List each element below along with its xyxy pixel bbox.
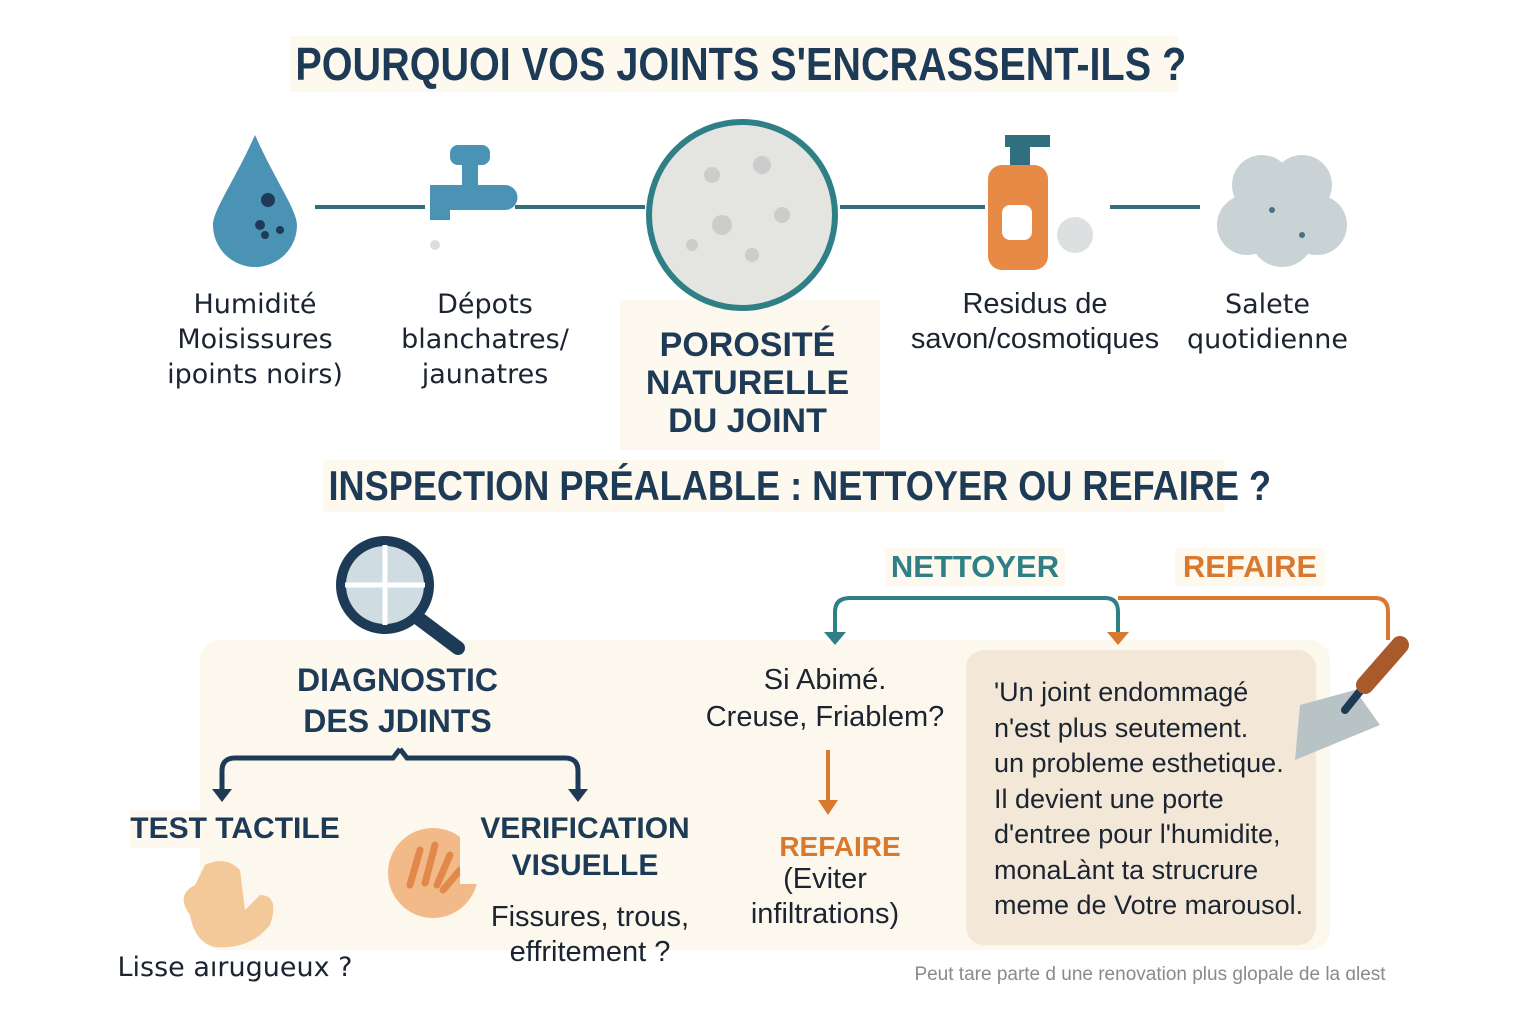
- visual-check-label: VERIFICATION VISUELLE: [460, 810, 710, 884]
- redo-result-label: REFAIRE: [779, 831, 901, 862]
- faucet-icon: [430, 145, 518, 250]
- trowel-icon: [1295, 636, 1409, 760]
- porous-circle-icon: [646, 119, 838, 311]
- magnifier-icon: [336, 536, 465, 655]
- page-title: POURQUOI VOS JOINTS S'ENCRASSENT-ILS ?: [290, 36, 1186, 92]
- diagnostic-branch-arrows: [212, 747, 588, 802]
- diagnostic-title: DIAGNOSTIC DES JDINTS: [280, 660, 515, 742]
- water-drop-icon: [213, 135, 297, 267]
- cause-label-porosity: POROSITÉ NATURELLE DU JOINT: [630, 326, 865, 440]
- cause-label-humidity: Humidité Moisissures ipoints noirs): [167, 289, 343, 390]
- damage-question: Si Abimé. Creuse, Friablem?: [705, 664, 945, 733]
- quote-text: 'Un joint endommagé n'est plus seutement…: [994, 677, 1304, 920]
- visual-question: Fissures, trous, effritement ?: [490, 901, 690, 968]
- cause-label-dirt: Salete quotidienne: [1187, 289, 1348, 355]
- footer-note: Peut tare parte d une renovation plus gl…: [914, 964, 1386, 985]
- section-subtitle: INSPECTION PRÉALABLE : NETTOYER OU REFAI…: [323, 460, 1271, 512]
- quote-box: [966, 650, 1316, 945]
- tactile-question: Lisse aırugueux ?: [117, 952, 353, 983]
- tactile-test-label: TEST TACTILE: [130, 810, 340, 848]
- hand-print-icon: [388, 828, 478, 918]
- decision-branch-arrows: [818, 596, 1390, 815]
- option-clean: NETTOYER: [885, 548, 1065, 586]
- dirt-cloud-icon: [1217, 155, 1347, 267]
- causes-connector-line: [315, 205, 1200, 209]
- cause-label-deposits: Dépots blanchatres/ jaunatres: [401, 289, 569, 390]
- redo-result-note: (Eviter infiltrations): [750, 863, 900, 930]
- cause-label-soap: Residus de savon/cosmotiques: [910, 288, 1160, 355]
- hand-icon: [183, 861, 274, 948]
- option-redo: REFAIRE: [1175, 548, 1325, 586]
- soap-bottle-icon: [988, 135, 1093, 270]
